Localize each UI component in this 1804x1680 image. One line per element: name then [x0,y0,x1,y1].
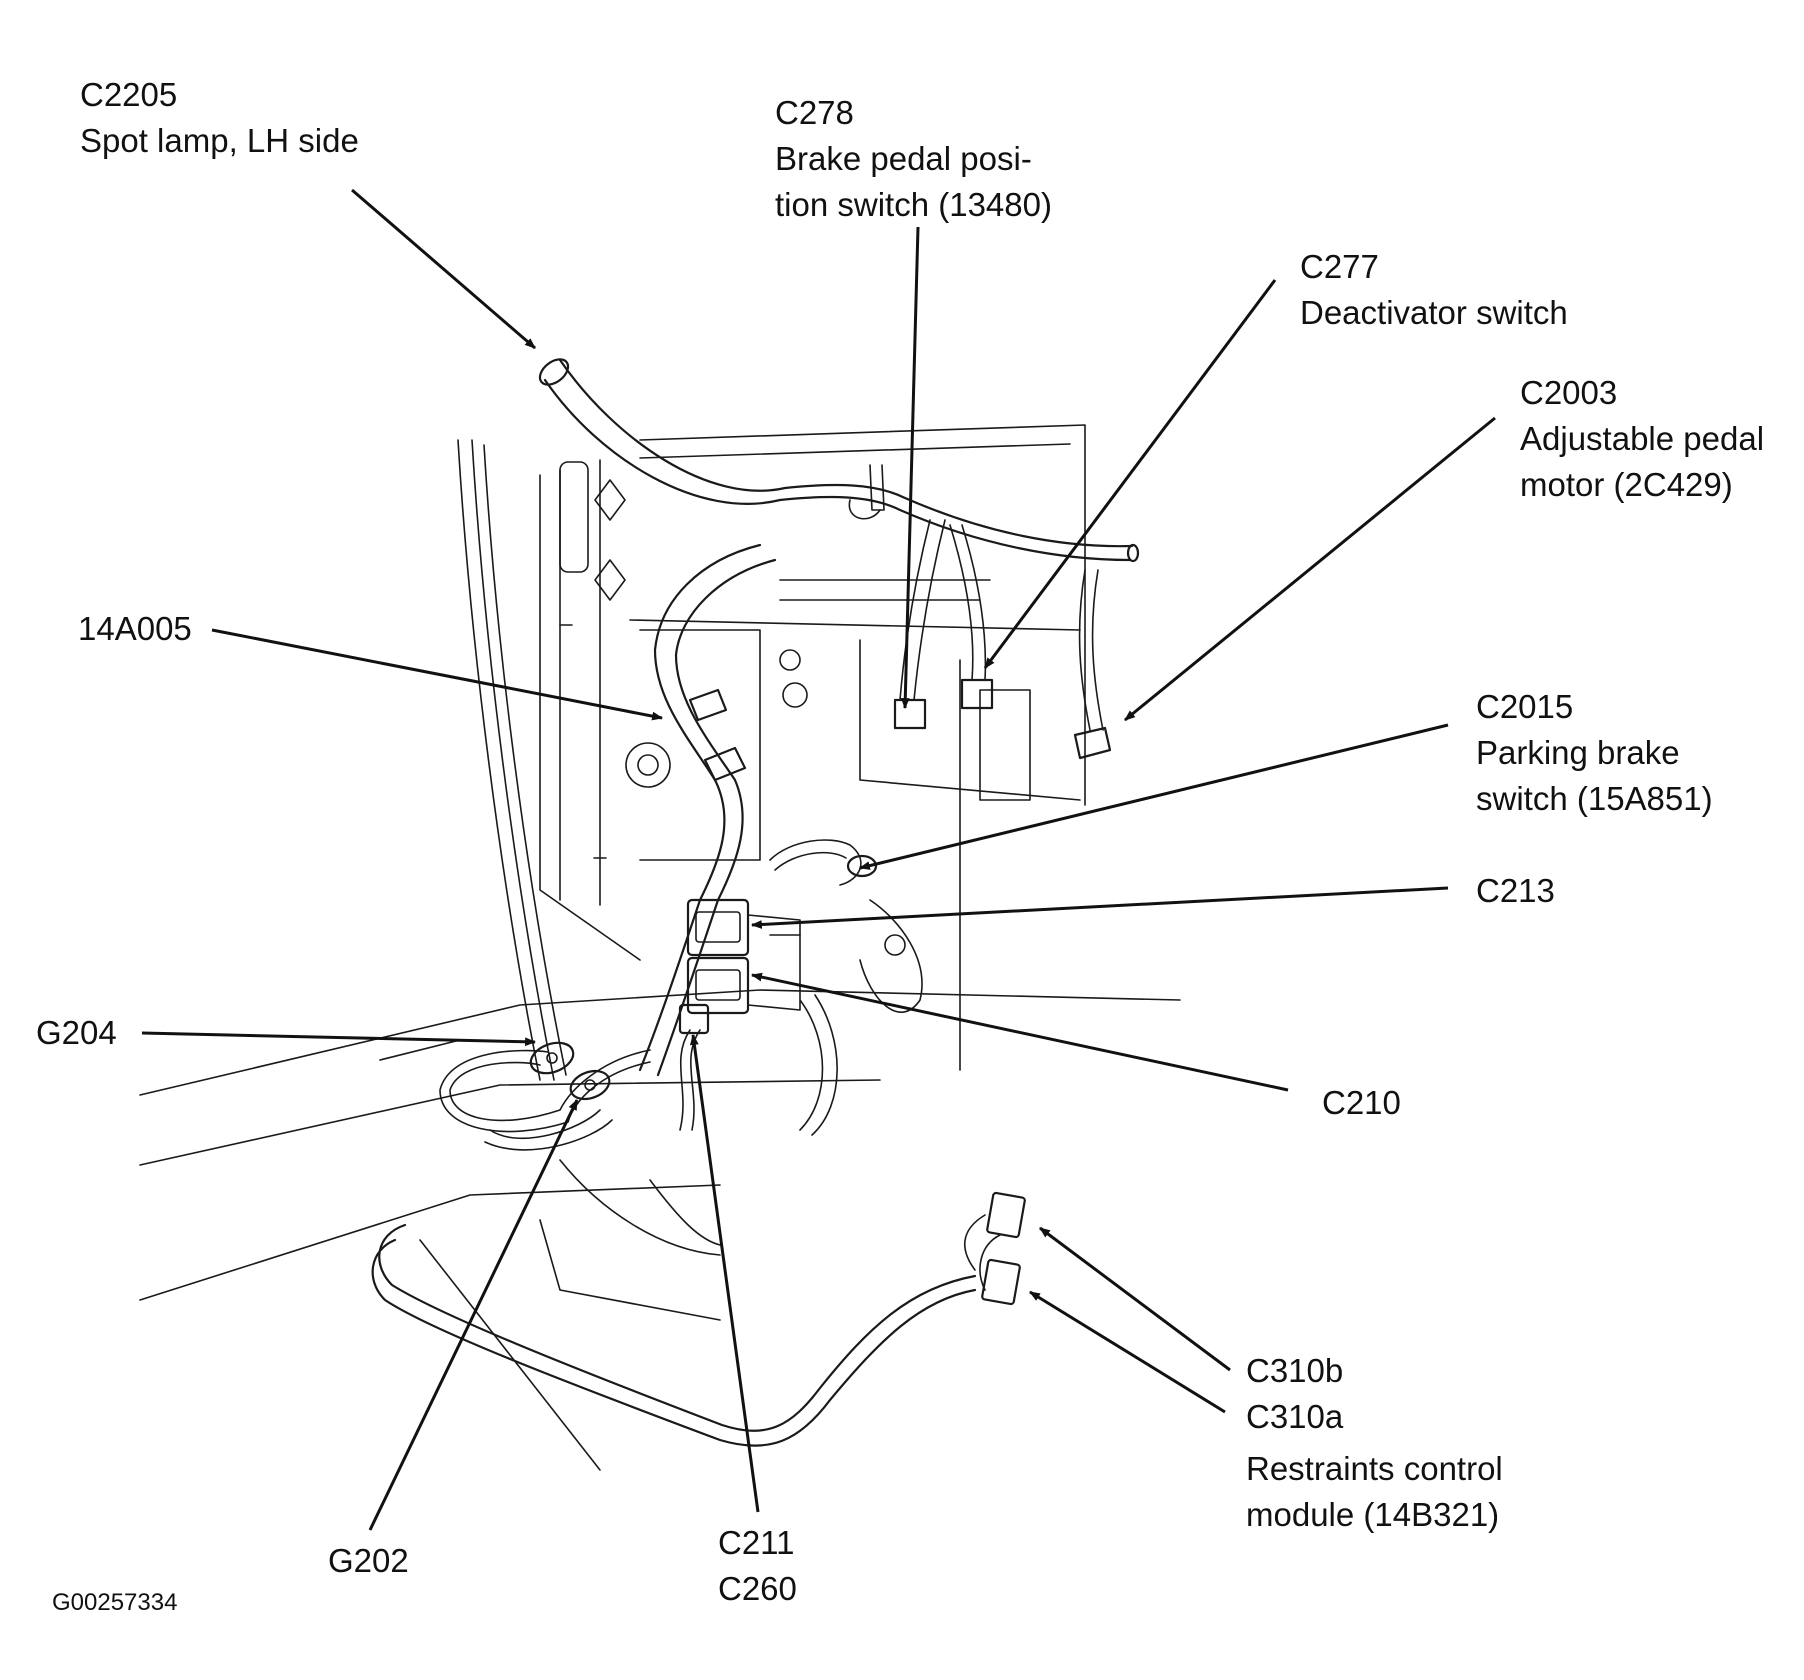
label-c2015-desc-2: switch (15A851) [1476,780,1713,817]
label-c310b-code: C310b [1246,1352,1344,1389]
label-c2015-desc-1: Parking brake [1476,734,1680,771]
label-c278-desc-2: tion switch (13480) [775,186,1052,223]
label-g202-code: G202 [328,1542,409,1579]
leader-lines [141,188,1496,1531]
label-g204: G204 [36,1010,117,1056]
label-c2003-code: C2003 [1520,374,1618,411]
figure-code-text: G00257334 [52,1589,178,1616]
label-c2015-code: C2015 [1476,688,1574,725]
label-c213-code: C213 [1476,872,1555,909]
label-c210: C210 [1322,1080,1401,1126]
label-c213: C213 [1476,868,1555,914]
label-c2003-desc-2: motor (2C429) [1520,466,1733,503]
label-c210-code: C210 [1322,1084,1401,1121]
label-g202: G202 [328,1538,409,1584]
label-c211-code: C211 [718,1524,795,1561]
label-c277-desc: Deactivator switch [1300,294,1568,331]
label-c2003-desc-1: Adjustable pedal [1520,420,1765,457]
figure-code: G00257334 [52,1588,177,1618]
label-c278-desc-1: Brake pedal posi- [775,140,1032,177]
label-c310-desc-2: module (14B321) [1246,1496,1500,1533]
label-c2205: C2205 Spot lamp, LH side [80,72,359,164]
label-c211-c260: C211 C260 [718,1520,797,1612]
label-14a005-code: 14A005 [78,610,192,647]
label-c310: C310b C310a Restraints control module (1… [1246,1348,1503,1538]
floor-and-sill [139,989,1181,1471]
label-g204-code: G204 [36,1014,117,1051]
main-harness-14a005 [371,358,1140,1447]
label-c2205-desc: Spot lamp, LH side [80,122,359,159]
label-c278-code: C278 [775,94,854,131]
label-c310a-code: C310a [1246,1398,1344,1435]
label-c277: C277 Deactivator switch [1300,244,1568,336]
label-c2205-code: C2205 [80,76,178,113]
label-c310-desc-1: Restraints control [1246,1450,1503,1487]
a-pillar-structure [457,424,1086,1081]
label-c2015: C2015 Parking brake switch (15A851) [1476,684,1713,822]
label-14a005: 14A005 [78,606,192,652]
label-c277-code: C277 [1300,248,1379,285]
label-c278: C278 Brake pedal posi- tion switch (1348… [775,90,1052,228]
label-c260-code: C260 [718,1570,797,1607]
label-c2003: C2003 Adjustable pedal motor (2C429) [1520,370,1764,508]
